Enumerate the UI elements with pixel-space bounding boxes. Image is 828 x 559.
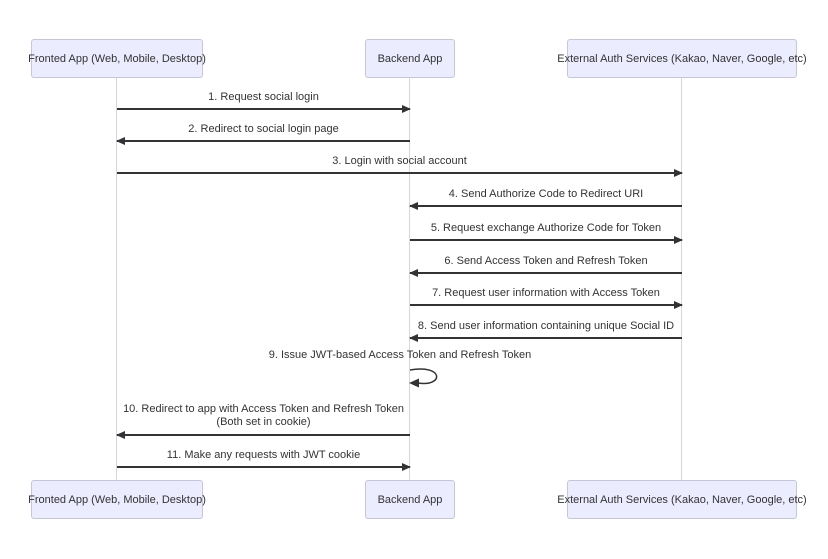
- arrowhead-right-icon: [402, 463, 411, 471]
- message-2-arrow: [116, 137, 410, 145]
- message-9: 9. Issue JWT-based Access Token and Refr…: [240, 349, 560, 362]
- message-4-arrow: [409, 202, 682, 210]
- message-7: 7. Request user information with Access …: [410, 287, 683, 309]
- message-10-arrow: [116, 431, 410, 439]
- actor-label: Backend App: [377, 52, 443, 65]
- message-6: 6. Send Access Token and Refresh Token: [409, 255, 682, 277]
- message-1-arrow: [117, 105, 411, 113]
- arrowhead-right-icon: [674, 301, 683, 309]
- arrowhead-left-icon: [409, 334, 418, 342]
- message-7-label: 7. Request user information with Access …: [432, 287, 660, 299]
- message-11-arrow: [117, 463, 411, 471]
- message-1-label: 1. Request social login: [208, 91, 319, 103]
- arrowhead-left-icon: [409, 269, 418, 277]
- message-5-label: 5. Request exchange Authorize Code for T…: [430, 222, 662, 234]
- arrowhead-left-icon: [409, 202, 418, 210]
- message-7-arrow: [410, 301, 683, 309]
- arrowhead-right-icon: [402, 105, 411, 113]
- message-3: 3. Login with social account: [117, 155, 683, 177]
- message-8-label: 8. Send user information containing uniq…: [417, 320, 675, 332]
- actor-label: External Auth Services (Kakao, Naver, Go…: [557, 52, 807, 65]
- message-1: 1. Request social login: [117, 91, 411, 113]
- message-5-arrow: [410, 236, 683, 244]
- message-2: 2. Redirect to social login page: [116, 123, 410, 145]
- self-loop-arrow: [409, 368, 438, 388]
- arrowhead-right-icon: [674, 169, 683, 177]
- actor-frontend-top: Fronted App (Web, Mobile, Desktop): [28, 39, 206, 78]
- actor-frontend-bottom: Fronted App (Web, Mobile, Desktop): [28, 480, 206, 519]
- actor-label: External Auth Services (Kakao, Naver, Go…: [557, 493, 807, 506]
- message-3-label: 3. Login with social account: [332, 155, 467, 167]
- lifeline-backend: [409, 78, 410, 480]
- message-10: 10. Redirect to app with Access Token an…: [116, 403, 410, 439]
- message-10-label: 10. Redirect to app with Access Token an…: [123, 403, 404, 415]
- message-5: 5. Request exchange Authorize Code for T…: [410, 222, 683, 244]
- message-6-arrow: [409, 269, 682, 277]
- message-6-label: 6. Send Access Token and Refresh Token: [444, 255, 648, 267]
- message-3-arrow: [117, 169, 683, 177]
- message-8: 8. Send user information containing uniq…: [409, 320, 682, 342]
- actor-external-top: External Auth Services (Kakao, Naver, Go…: [557, 39, 807, 78]
- actor-label: Fronted App (Web, Mobile, Desktop): [28, 493, 206, 506]
- actor-backend-bottom: Backend App: [365, 480, 455, 519]
- arrowhead-left-icon: [116, 431, 125, 439]
- lifeline-frontend: [116, 78, 117, 480]
- lifeline-external: [681, 78, 682, 480]
- message-4: 4. Send Authorize Code to Redirect URI: [409, 188, 682, 210]
- message-11: 11. Make any requests with JWT cookie: [117, 449, 411, 471]
- arrowhead-left-icon: [116, 137, 125, 145]
- arrowhead-right-icon: [674, 236, 683, 244]
- actor-label: Fronted App (Web, Mobile, Desktop): [28, 52, 206, 65]
- message-9-label: 9. Issue JWT-based Access Token and Refr…: [268, 349, 532, 361]
- message-11-label: 11. Make any requests with JWT cookie: [166, 449, 361, 461]
- message-8-arrow: [409, 334, 682, 342]
- actor-backend-top: Backend App: [365, 39, 455, 78]
- actor-external-bottom: External Auth Services (Kakao, Naver, Go…: [557, 480, 807, 519]
- message-2-label: 2. Redirect to social login page: [188, 123, 339, 135]
- actor-label: Backend App: [377, 493, 443, 506]
- message-10-label-line2: (Both set in cookie): [216, 416, 311, 428]
- message-4-label: 4. Send Authorize Code to Redirect URI: [448, 188, 644, 200]
